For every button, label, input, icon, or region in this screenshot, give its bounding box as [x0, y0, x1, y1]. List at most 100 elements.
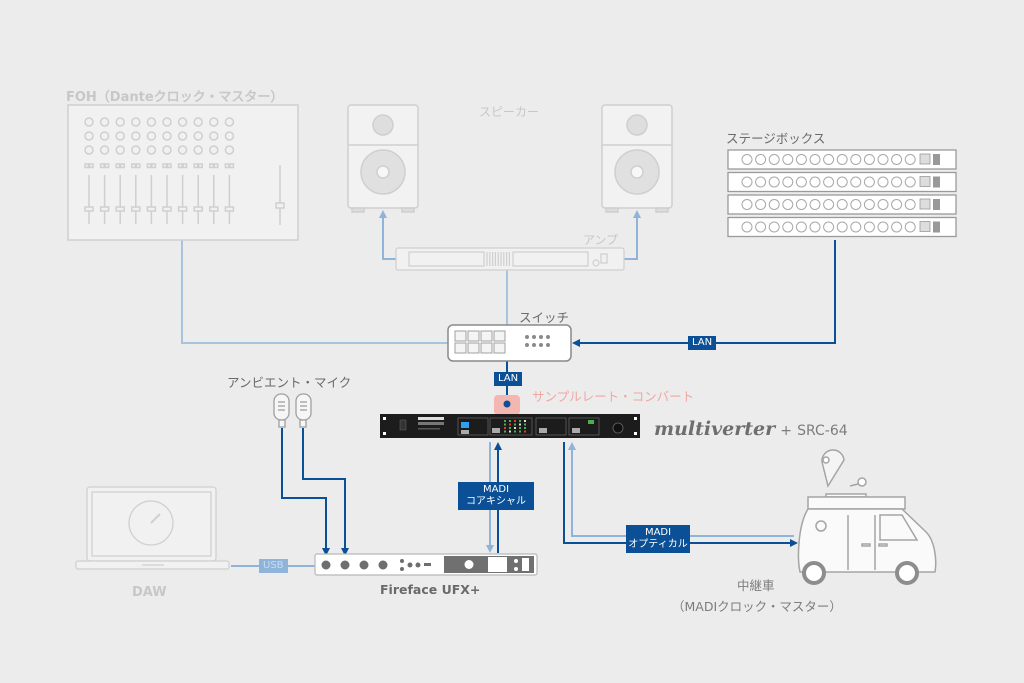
xlr-jack: [741, 199, 753, 210]
amp-to-right-speaker-line: [624, 210, 641, 260]
foh-button: [104, 163, 110, 169]
madi-optical-tag: MADI オプティカル: [626, 525, 690, 553]
xlr-jack: [904, 199, 916, 210]
switch-led: [539, 335, 543, 339]
foh-button: [88, 163, 94, 169]
amplifier: [395, 247, 625, 271]
switch-led: [525, 343, 529, 347]
foh-knob: [162, 117, 172, 127]
foh-knob: [209, 131, 219, 141]
foh-knob: [224, 131, 235, 141]
switch-led: [546, 335, 550, 339]
foh-button: [162, 163, 168, 169]
xlr-jack: [809, 221, 821, 233]
xlr-jack: [768, 199, 780, 210]
speakers-label: スピーカー: [479, 105, 540, 119]
foh-button: [209, 163, 215, 169]
network-switch: [447, 324, 572, 362]
foh-button: [146, 163, 152, 169]
switch-led: [539, 343, 543, 347]
stagebox-port: [919, 198, 931, 210]
switch-label: スイッチ: [519, 310, 570, 325]
ethernet-port: [493, 330, 506, 342]
xlr-jack: [809, 176, 821, 188]
meter-led: [524, 427, 526, 429]
xlr-jack: [795, 154, 807, 165]
ethernet-port: [480, 342, 493, 354]
converter-lan-port: [503, 400, 511, 408]
xlr-jack: [768, 154, 780, 165]
xlr-jack: [755, 221, 767, 233]
foh-fader-cap: [209, 206, 219, 212]
xlr-jack: [850, 221, 862, 233]
ob-van-sublabel: （MADIクロック・マスター）: [672, 599, 842, 614]
foh-knob: [177, 145, 188, 155]
xlr-jack: [741, 221, 753, 233]
stagebox-to-switch-line: [572, 240, 836, 347]
foh-knob: [115, 145, 125, 155]
meter-led: [504, 420, 506, 422]
xlr-jack: [836, 176, 848, 188]
speaker-left: [347, 104, 419, 213]
converter-to-obvan-line: [563, 442, 798, 547]
foh-fader-cap: [193, 206, 203, 212]
stagebox-power: [933, 154, 940, 165]
ambient-mics: [273, 393, 312, 428]
xlr-jack: [782, 176, 794, 188]
foh-knob: [99, 145, 110, 155]
meter-led: [519, 423, 521, 426]
foh-fader-cap: [162, 206, 172, 212]
meter-led: [514, 423, 516, 426]
foh-knob: [146, 117, 157, 127]
foh-knob: [177, 117, 188, 127]
foh-knob: [99, 117, 110, 127]
meter-led: [519, 420, 521, 422]
meter-led: [514, 427, 516, 429]
meter-led: [509, 430, 511, 433]
ethernet-port: [493, 342, 506, 354]
foh-knob: [162, 131, 172, 141]
converter-model-label: multiverter + SRC-64: [654, 418, 848, 440]
ambient-mics-label: アンビエント・マイク: [227, 375, 352, 390]
xlr-jack: [755, 199, 767, 210]
foh-label: FOH（Danteクロック・マスター）: [66, 90, 284, 105]
foh-fader-cap: [115, 206, 125, 212]
meter-led: [519, 430, 521, 433]
foh-button: [197, 163, 203, 169]
foh-fader-cap: [131, 206, 141, 212]
stagebox-port: [919, 221, 931, 232]
xlr-jack: [782, 154, 794, 165]
converter-model: SRC-64: [797, 423, 848, 439]
meter-led: [509, 427, 511, 429]
xlr-jack: [850, 176, 862, 188]
fireface-ufx-plus: [314, 553, 538, 576]
xlr-jack: [850, 154, 862, 165]
xlr-jack: [823, 221, 835, 233]
foh-button: [135, 163, 141, 169]
foh-button: [115, 163, 121, 169]
foh-knob: [115, 117, 125, 127]
xlr-jack: [863, 199, 875, 210]
foh-fader-cap: [84, 206, 94, 212]
xlr-jack: [891, 221, 903, 233]
multiverter-brand: multiverter: [654, 418, 776, 440]
xlr-jack: [809, 199, 821, 210]
xlr-jack: [863, 221, 875, 233]
foh-knob: [131, 145, 141, 155]
madi-coaxial-tag: MADI コアキシャル: [458, 482, 534, 510]
mic-right-to-fireface-line: [302, 428, 349, 556]
xlr-jack: [755, 154, 767, 165]
foh-button: [229, 163, 235, 169]
foh-knob: [131, 117, 141, 127]
madi-coaxial-line1: MADI: [482, 484, 510, 495]
foh-knob: [131, 131, 141, 141]
meter-led: [504, 430, 506, 433]
xlr-jack: [904, 154, 916, 165]
meter-led: [509, 423, 511, 426]
meter-led: [514, 430, 516, 433]
xlr-jack: [782, 199, 794, 210]
xlr-jack: [768, 176, 780, 188]
xlr-jack: [877, 176, 889, 188]
foh-fader-cap: [99, 206, 110, 212]
lan-tag-converter: LAN: [494, 372, 523, 386]
